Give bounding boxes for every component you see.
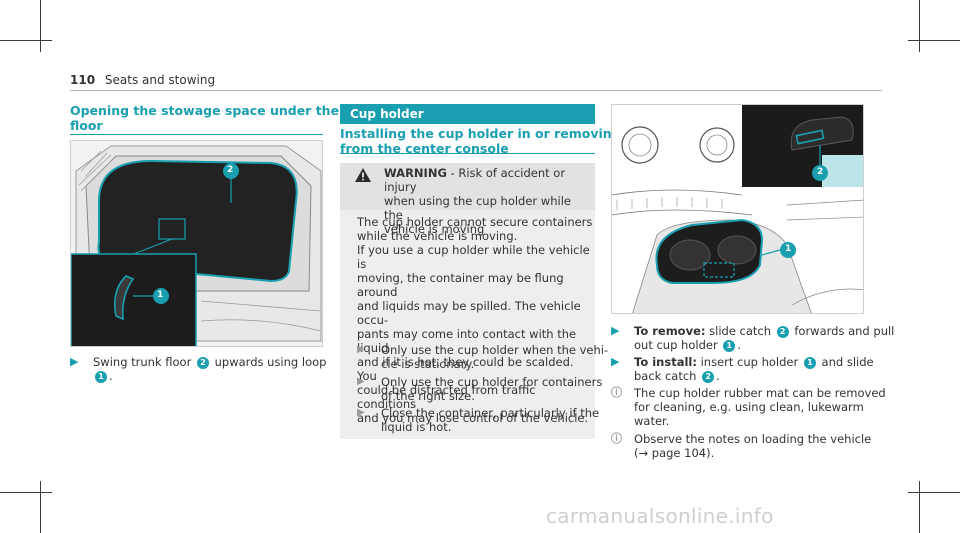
bullet-arrow-icon: ▶ — [357, 376, 365, 387]
warning-header: WARNING - Risk of accident or injury whe… — [340, 163, 595, 236]
warning-body-line: while the vehicle is moving. — [357, 229, 518, 243]
bullet-line: Close the container, particularly if the — [381, 406, 600, 420]
remove-text-line2: out cup holder — [634, 338, 718, 352]
warning-body-line: pants may come into contact with the liq… — [357, 327, 577, 355]
callout-badge: 1 — [723, 340, 736, 352]
warning-title-rest: - Risk of accident or injury — [384, 166, 566, 194]
cup-holder-section-header: Cup holder — [340, 104, 595, 124]
callout-badge: 2 — [702, 371, 715, 383]
bullet-arrow-icon: ▶ — [357, 407, 365, 418]
callout-badge: 1 — [803, 357, 816, 369]
bullet-text: Only use the cup holder for containers o… — [381, 375, 602, 403]
step-arrow-icon: ▶ — [70, 355, 79, 368]
info-icon: ⓘ — [611, 432, 622, 445]
cup-subtitle-rule — [340, 153, 595, 154]
remove-text-post: . — [737, 338, 741, 352]
subtitle-line: from the center console — [340, 141, 509, 156]
warning-triangle-icon — [355, 168, 371, 182]
callout-badge: 2 — [196, 357, 209, 369]
info-line: (→ page 104). — [634, 446, 715, 460]
install-step-text: To install: insert cup holder 1 and slid… — [634, 355, 874, 383]
remove-text-pre: slide catch — [709, 324, 772, 338]
step-text-mid: upwards using loop — [214, 355, 327, 369]
crop-mark — [919, 0, 920, 52]
left-title-line: floor — [70, 118, 103, 133]
warning-title-line: when using the cup holder while the — [384, 194, 571, 222]
trunk-floor-illustration — [71, 141, 322, 346]
warning-body: The cup holder cannot secure containers … — [357, 215, 595, 425]
left-title-line: Opening the stowage space under the trun… — [70, 103, 382, 118]
info-icon: ⓘ — [611, 386, 622, 399]
crop-mark — [0, 40, 52, 41]
crop-mark — [0, 492, 52, 493]
cup-holder-illustration — [612, 105, 863, 313]
trunk-floor-figure: 2 1 — [70, 140, 323, 347]
bullet-line: Only use the cup holder when the vehi- — [381, 343, 609, 357]
warning-label: WARNING — [384, 166, 447, 180]
bullet-line: liquid is hot. — [381, 420, 452, 434]
bullet-line: of the right size. — [381, 389, 475, 403]
warning-body-line: could be distracted from traffic conditi… — [357, 383, 536, 411]
info-text: Observe the notes on loading the vehicle… — [634, 432, 871, 460]
install-text-line2: back catch — [634, 369, 697, 383]
bullet-arrow-icon: ▶ — [357, 344, 365, 355]
callout-badge: 2 — [776, 326, 789, 338]
remove-label: To remove: — [634, 324, 706, 338]
crop-mark — [908, 40, 960, 41]
cup-holder-figure: 1 2 — [611, 104, 864, 314]
warning-body-line: and liquids may be spilled. The vehicle … — [357, 299, 581, 327]
warning-body-line: and you may lose control of the vehicle. — [357, 411, 589, 425]
install-text-pre: insert cup holder — [700, 355, 799, 369]
bullet-line: cle is stationary. — [381, 357, 475, 371]
remove-text-mid: forwards and pull — [794, 324, 895, 338]
header-rule — [70, 90, 882, 91]
crop-mark — [40, 481, 41, 533]
warning-title: WARNING - Risk of accident or injury whe… — [384, 166, 589, 236]
warning-box: WARNING - Risk of accident or injury whe… — [340, 163, 608, 439]
crop-mark — [40, 0, 41, 52]
watermark: carmanualsonline.info — [546, 504, 774, 528]
warning-body-line: If you use a cup holder while the vehicl… — [357, 243, 590, 271]
warning-body-line: moving, the container may be flung aroun… — [357, 271, 564, 299]
left-title-rule — [70, 134, 323, 135]
page-header: 110 Seats and stowing — [70, 73, 215, 87]
install-label: To install: — [634, 355, 697, 369]
callout-2-label: 2 — [817, 167, 824, 177]
info-line: The cup holder rubber mat can be removed — [634, 386, 886, 400]
info-line: for cleaning, e.g. using clean, lukewarm — [634, 400, 864, 414]
left-section-title: Opening the stowage space under the trun… — [70, 103, 382, 133]
section-name: Seats and stowing — [104, 73, 216, 87]
step-arrow-icon: ▶ — [611, 355, 620, 368]
callout-2-label: 2 — [227, 165, 234, 175]
warning-body-line: and if it is hot, they could be scalded.… — [357, 355, 574, 383]
cup-holder-subtitle: Installing the cup holder in or removing… — [340, 126, 635, 156]
step-text-post: . — [109, 369, 113, 383]
bullet-text: Only use the cup holder when the vehi- c… — [381, 343, 608, 371]
subtitle-line: Installing the cup holder in or removing… — [340, 126, 636, 141]
step-text: Swing trunk floor 2 upwards using loop 1… — [93, 355, 330, 383]
install-text-post: . — [716, 369, 720, 383]
step-arrow-icon: ▶ — [611, 324, 620, 337]
remove-step-text: To remove: slide catch 2 forwards and pu… — [634, 324, 894, 352]
callout-1-label: 1 — [785, 244, 792, 254]
warning-title-line: vehicle is moving — [384, 222, 485, 236]
install-text-mid: and slide — [821, 355, 874, 369]
info-line: water. — [634, 414, 670, 428]
crop-mark — [908, 492, 960, 493]
crop-mark — [919, 481, 920, 533]
info-line: Observe the notes on loading the vehicle — [634, 432, 872, 446]
info-text: The cup holder rubber mat can be removed… — [634, 386, 886, 428]
step-text-pre: Swing trunk floor — [93, 355, 192, 369]
bullet-text: Close the container, particularly if the… — [381, 406, 599, 434]
callout-1-label: 1 — [157, 290, 164, 300]
bullet-line: Only use the cup holder for containers — [381, 375, 603, 389]
warning-body-line: The cup holder cannot secure containers — [357, 215, 593, 229]
page-number: 110 — [70, 73, 96, 87]
callout-badge: 1 — [95, 371, 107, 383]
